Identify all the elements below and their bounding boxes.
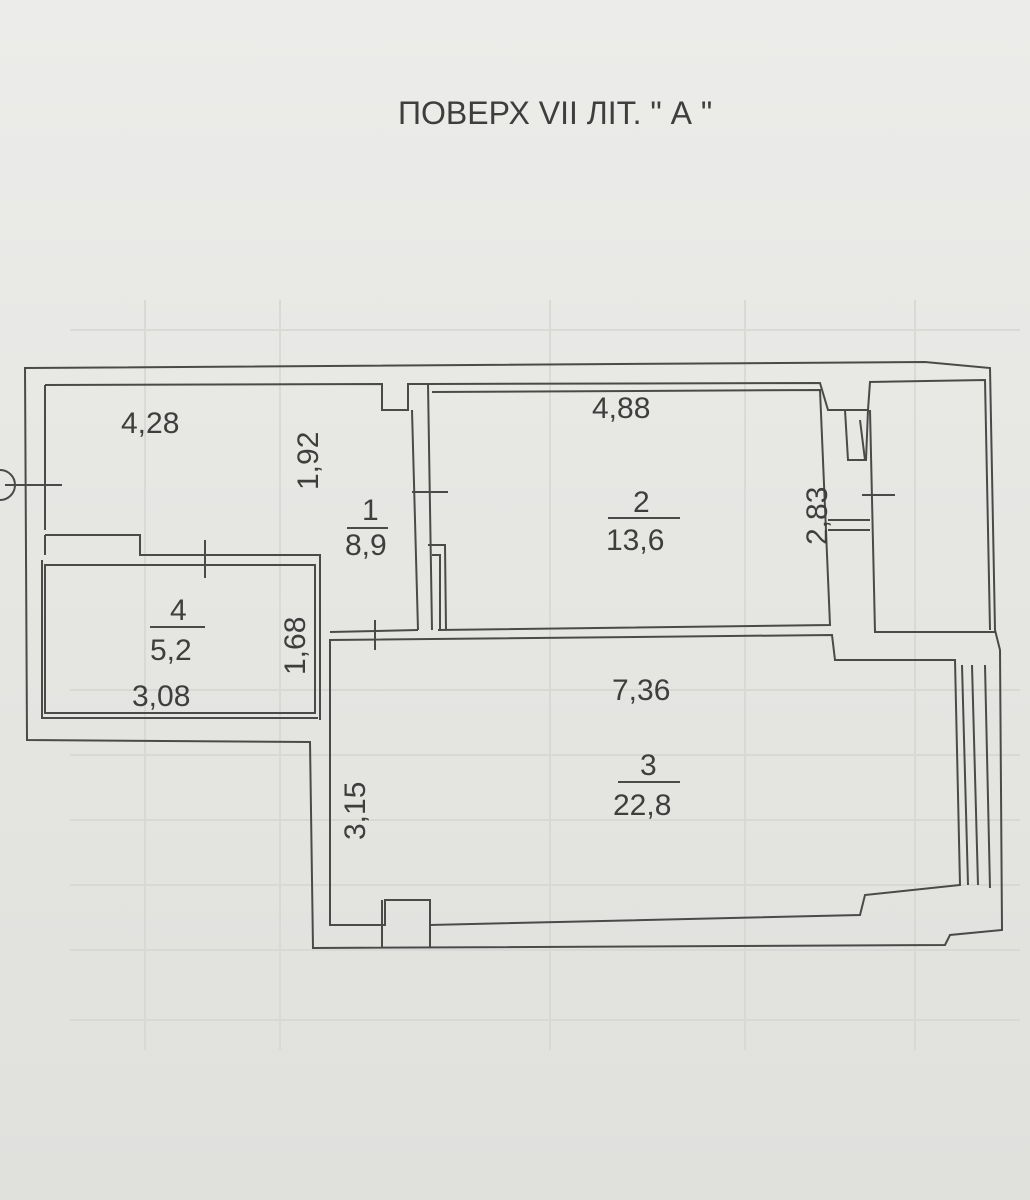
room-4-number: 4 bbox=[170, 594, 187, 627]
room-3-width: 7,36 bbox=[612, 674, 670, 707]
room-4-walls bbox=[41, 560, 318, 719]
room-4-area: 5,2 bbox=[150, 634, 192, 667]
room-2-width: 4,88 bbox=[592, 392, 650, 425]
room-3-area: 22,8 bbox=[613, 789, 671, 822]
room-4-width: 3,08 bbox=[132, 680, 190, 713]
entrance-marker-icon bbox=[0, 469, 16, 501]
room-1-area: 8,9 bbox=[345, 529, 387, 562]
background-grid bbox=[70, 300, 1020, 1050]
room-2-walls bbox=[428, 388, 995, 633]
room-3-height: 3,15 bbox=[339, 782, 372, 840]
room-1-height: 1,92 bbox=[292, 432, 325, 490]
room-1-number: 1 bbox=[362, 494, 379, 527]
room-3-number: 3 bbox=[640, 749, 657, 782]
room-1-width: 4,28 bbox=[121, 407, 179, 440]
outer-walls bbox=[23, 360, 1004, 950]
room-4-height: 1,68 bbox=[279, 617, 312, 675]
room-2-area: 13,6 bbox=[606, 524, 664, 557]
room-2-height: 2,83 bbox=[801, 487, 834, 545]
room-3-walls bbox=[329, 633, 991, 948]
floor-title: ПОВЕРХ VII ЛІТ. " А " bbox=[398, 95, 712, 131]
room-2-number: 2 bbox=[633, 486, 650, 519]
